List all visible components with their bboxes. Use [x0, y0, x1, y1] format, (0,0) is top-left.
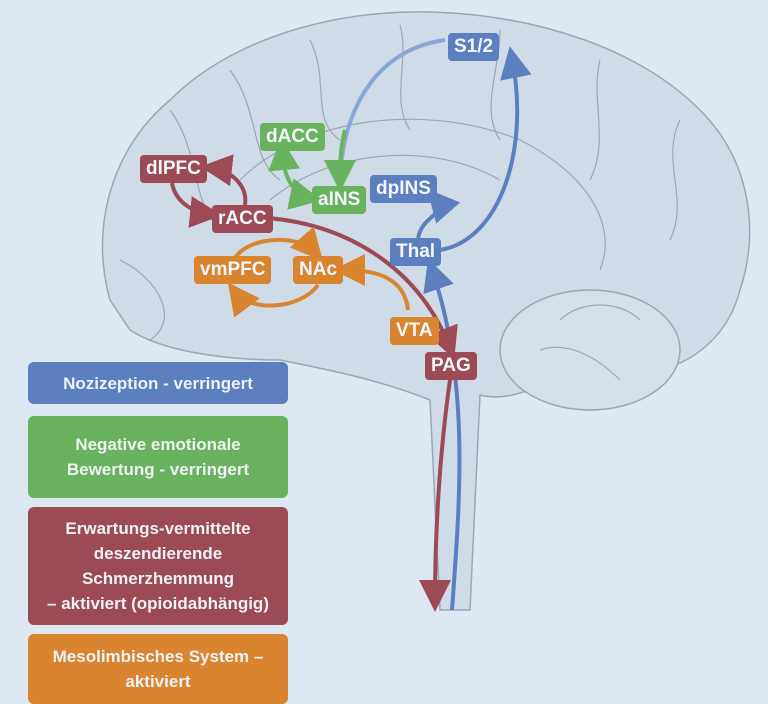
arrow-vta-to-nac [333, 254, 410, 311]
orange-pathways [227, 226, 410, 318]
arrow-thal-to-dpins [416, 188, 461, 241]
red-pathways [170, 154, 458, 612]
legend-text: Nozizeption - verringert [63, 373, 253, 393]
node-s1-2: S1/2 [448, 33, 500, 61]
arrow-to-ains [324, 129, 357, 192]
legend-text: deszendierende [93, 544, 223, 563]
node-vmpfc: vmPFC [194, 256, 272, 284]
legend-text: Negative emotionale [75, 435, 241, 454]
node-dpins: dpINS [370, 175, 437, 203]
arrow-vmpfc-to-nac [233, 226, 323, 261]
node-ains: aINS [312, 186, 367, 214]
arrow-pag-down [419, 379, 452, 612]
node-pag: PAG [425, 352, 477, 380]
arrow-nac-to-vmpfc [227, 282, 320, 318]
legend-text: Erwartungs-vermittelte [65, 519, 251, 538]
node-dacc: dACC [260, 123, 325, 151]
arrow-spine-to-thal [423, 258, 462, 611]
node-dlpfc: dlPFC [140, 155, 207, 183]
legend-text: – aktiviert (opioidabhängig) [47, 594, 269, 613]
legend-negative-emotional: Negative emotionale Bewertung - verringe… [28, 416, 288, 498]
arrow-dacc-ains [268, 138, 322, 210]
node-thal: Thal [390, 238, 442, 266]
legend-nociception: Nozizeption - verringert [28, 362, 288, 404]
arrow-racc-to-dlpfc [200, 154, 248, 206]
node-nac: NAc [293, 256, 344, 284]
node-racc: rACC [212, 205, 273, 233]
legend-descending-inhibition: Erwartungs-vermittelte deszendierende Sc… [28, 507, 288, 625]
arrow-thal-to-s12 [439, 46, 532, 252]
green-pathways [268, 129, 357, 210]
legend-mesolimbic: Mesolimbisches System – aktiviert [28, 634, 288, 704]
legend-text: aktiviert [125, 672, 191, 691]
arrow-dlpfc-to-racc [170, 182, 222, 228]
legend-text: Mesolimbisches System – [52, 647, 264, 666]
node-vta: VTA [390, 317, 439, 345]
legend-text: Bewertung - verringert [66, 460, 250, 479]
legend-text: Schmerzhemmung [81, 569, 235, 588]
